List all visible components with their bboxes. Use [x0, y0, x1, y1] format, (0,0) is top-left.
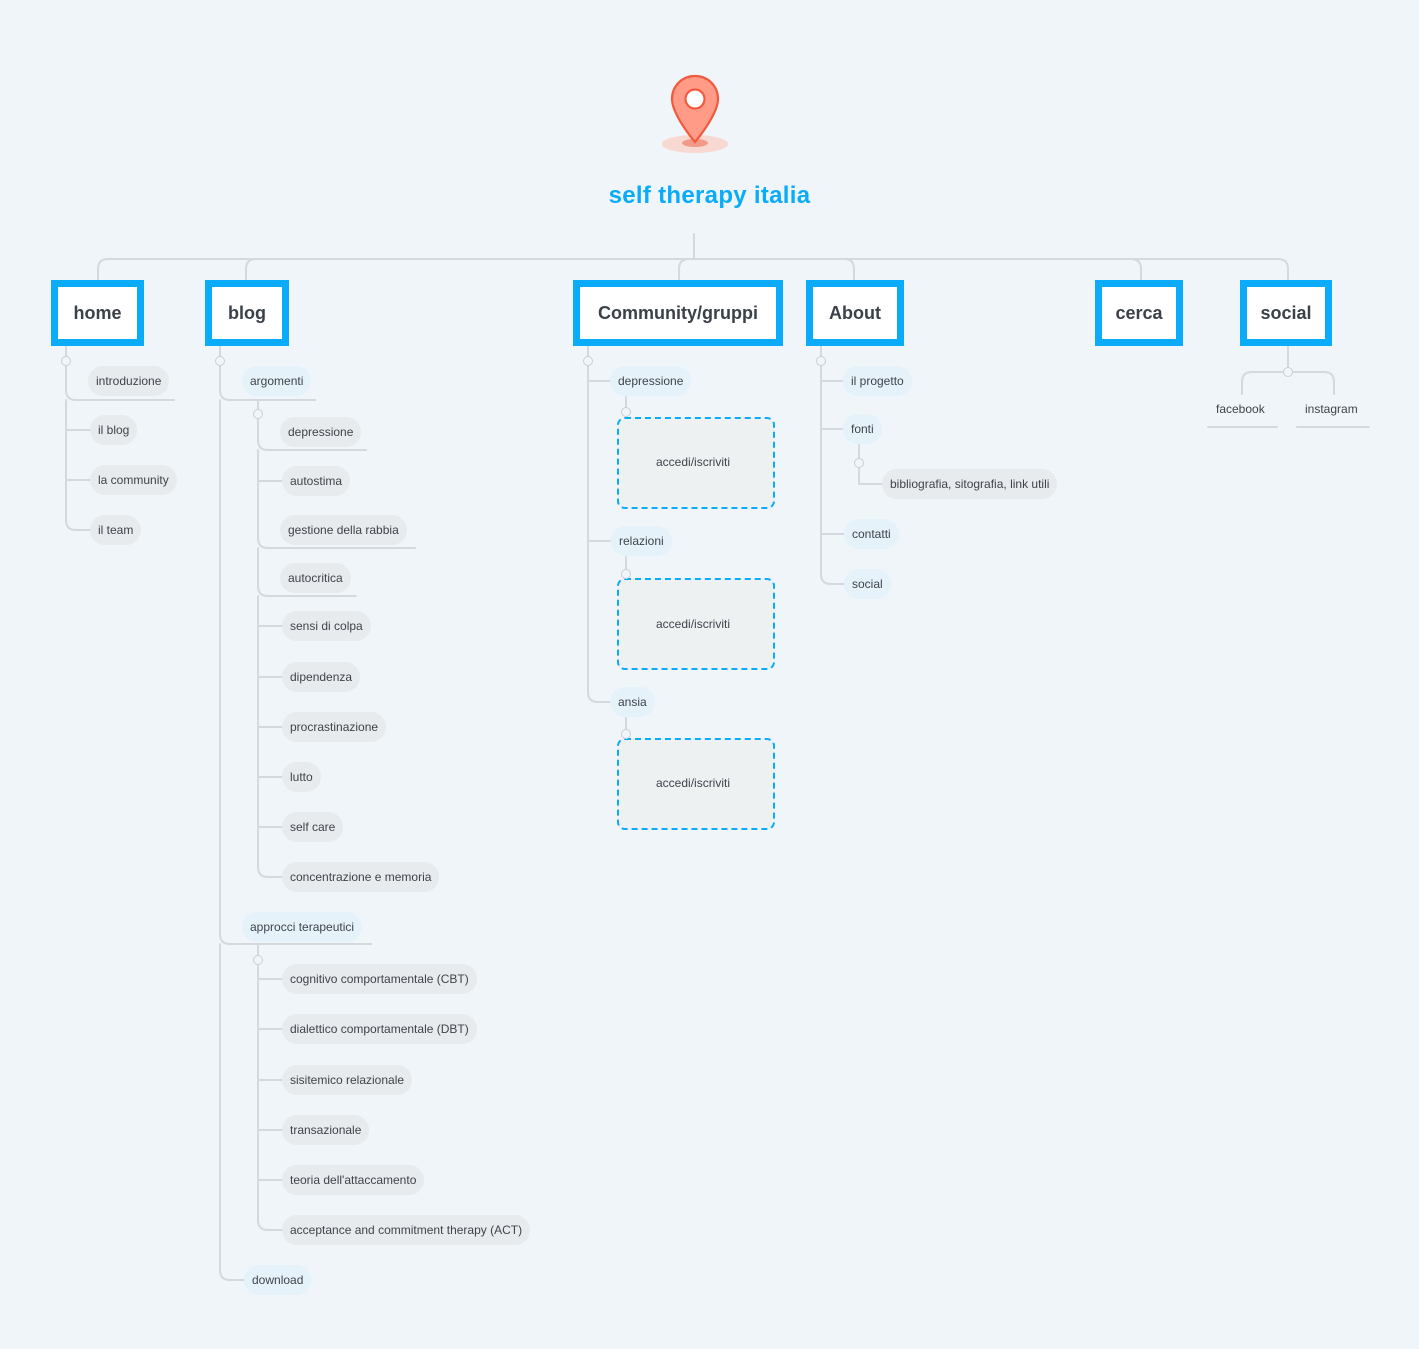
- collapse-toggle[interactable]: [253, 955, 263, 965]
- social-item[interactable]: facebook: [1216, 402, 1265, 416]
- community-group[interactable]: depressione: [610, 366, 692, 396]
- approcci-item[interactable]: teoria dell'attaccamento: [282, 1165, 425, 1195]
- branch-blog[interactable]: blog: [205, 280, 289, 346]
- community-callout: [617, 738, 775, 830]
- blog-download[interactable]: download: [244, 1265, 312, 1295]
- blog-argomenti[interactable]: argomenti: [242, 366, 312, 396]
- argomenti-item[interactable]: sensi di colpa: [282, 611, 371, 641]
- approcci-item[interactable]: sisitemico relazionale: [282, 1065, 413, 1095]
- blog-approcci[interactable]: approcci terapeutici: [242, 912, 363, 942]
- collapse-toggle[interactable]: [583, 356, 593, 366]
- approcci-item[interactable]: transazionale: [282, 1115, 370, 1145]
- home-item[interactable]: il blog: [90, 415, 138, 445]
- about-item[interactable]: fonti: [843, 414, 882, 444]
- argomenti-item[interactable]: autocritica: [280, 563, 351, 593]
- collapse-toggle[interactable]: [816, 356, 826, 366]
- branch-cerca[interactable]: cerca: [1095, 280, 1183, 346]
- approcci-item[interactable]: acceptance and commitment therapy (ACT): [282, 1215, 531, 1245]
- community-callout: [617, 417, 775, 509]
- branch-community[interactable]: Community/gruppi: [573, 280, 783, 346]
- about-item[interactable]: il progetto: [843, 366, 912, 396]
- argomenti-item[interactable]: lutto: [282, 762, 321, 792]
- callout-action[interactable]: accedi/iscriviti: [656, 617, 731, 631]
- community-group[interactable]: ansia: [610, 687, 655, 717]
- collapse-toggle[interactable]: [621, 729, 631, 739]
- fonti-item[interactable]: bibliografia, sitografia, link utili: [882, 469, 1058, 499]
- community-callout: [617, 578, 775, 670]
- location-pin-icon: [662, 74, 728, 153]
- argomenti-item[interactable]: procrastinazione: [282, 712, 387, 742]
- collapse-toggle[interactable]: [215, 356, 225, 366]
- argomenti-item[interactable]: depressione: [280, 417, 362, 447]
- branch-home[interactable]: home: [51, 280, 144, 346]
- argomenti-item[interactable]: gestione della rabbia: [280, 515, 407, 545]
- collapse-toggle[interactable]: [854, 458, 864, 468]
- collapse-toggle[interactable]: [621, 407, 631, 417]
- argomenti-item[interactable]: autostima: [282, 466, 351, 496]
- branch-about[interactable]: About: [806, 280, 904, 346]
- argomenti-item[interactable]: dipendenza: [282, 662, 361, 692]
- approcci-item[interactable]: dialettico comportamentale (DBT): [282, 1014, 477, 1044]
- about-item[interactable]: social: [844, 569, 891, 599]
- home-item[interactable]: la community: [90, 465, 177, 495]
- branch-social[interactable]: social: [1240, 280, 1332, 346]
- collapse-toggle[interactable]: [621, 569, 631, 579]
- collapse-toggle[interactable]: [253, 409, 263, 419]
- collapse-toggle[interactable]: [61, 356, 71, 366]
- community-group[interactable]: relazioni: [611, 526, 672, 556]
- approcci-item[interactable]: cognitivo comportamentale (CBT): [282, 964, 477, 994]
- argomenti-item[interactable]: self care: [282, 812, 344, 842]
- home-item[interactable]: introduzione: [88, 366, 170, 396]
- collapse-toggle[interactable]: [1283, 367, 1293, 377]
- home-item[interactable]: il team: [90, 515, 142, 545]
- callout-action[interactable]: accedi/iscriviti: [656, 455, 731, 469]
- argomenti-item[interactable]: concentrazione e memoria: [282, 862, 440, 892]
- map-title: self therapy italia: [608, 182, 811, 209]
- about-item[interactable]: contatti: [844, 519, 899, 549]
- social-item[interactable]: instagram: [1305, 402, 1358, 416]
- callout-action[interactable]: accedi/iscriviti: [656, 776, 731, 790]
